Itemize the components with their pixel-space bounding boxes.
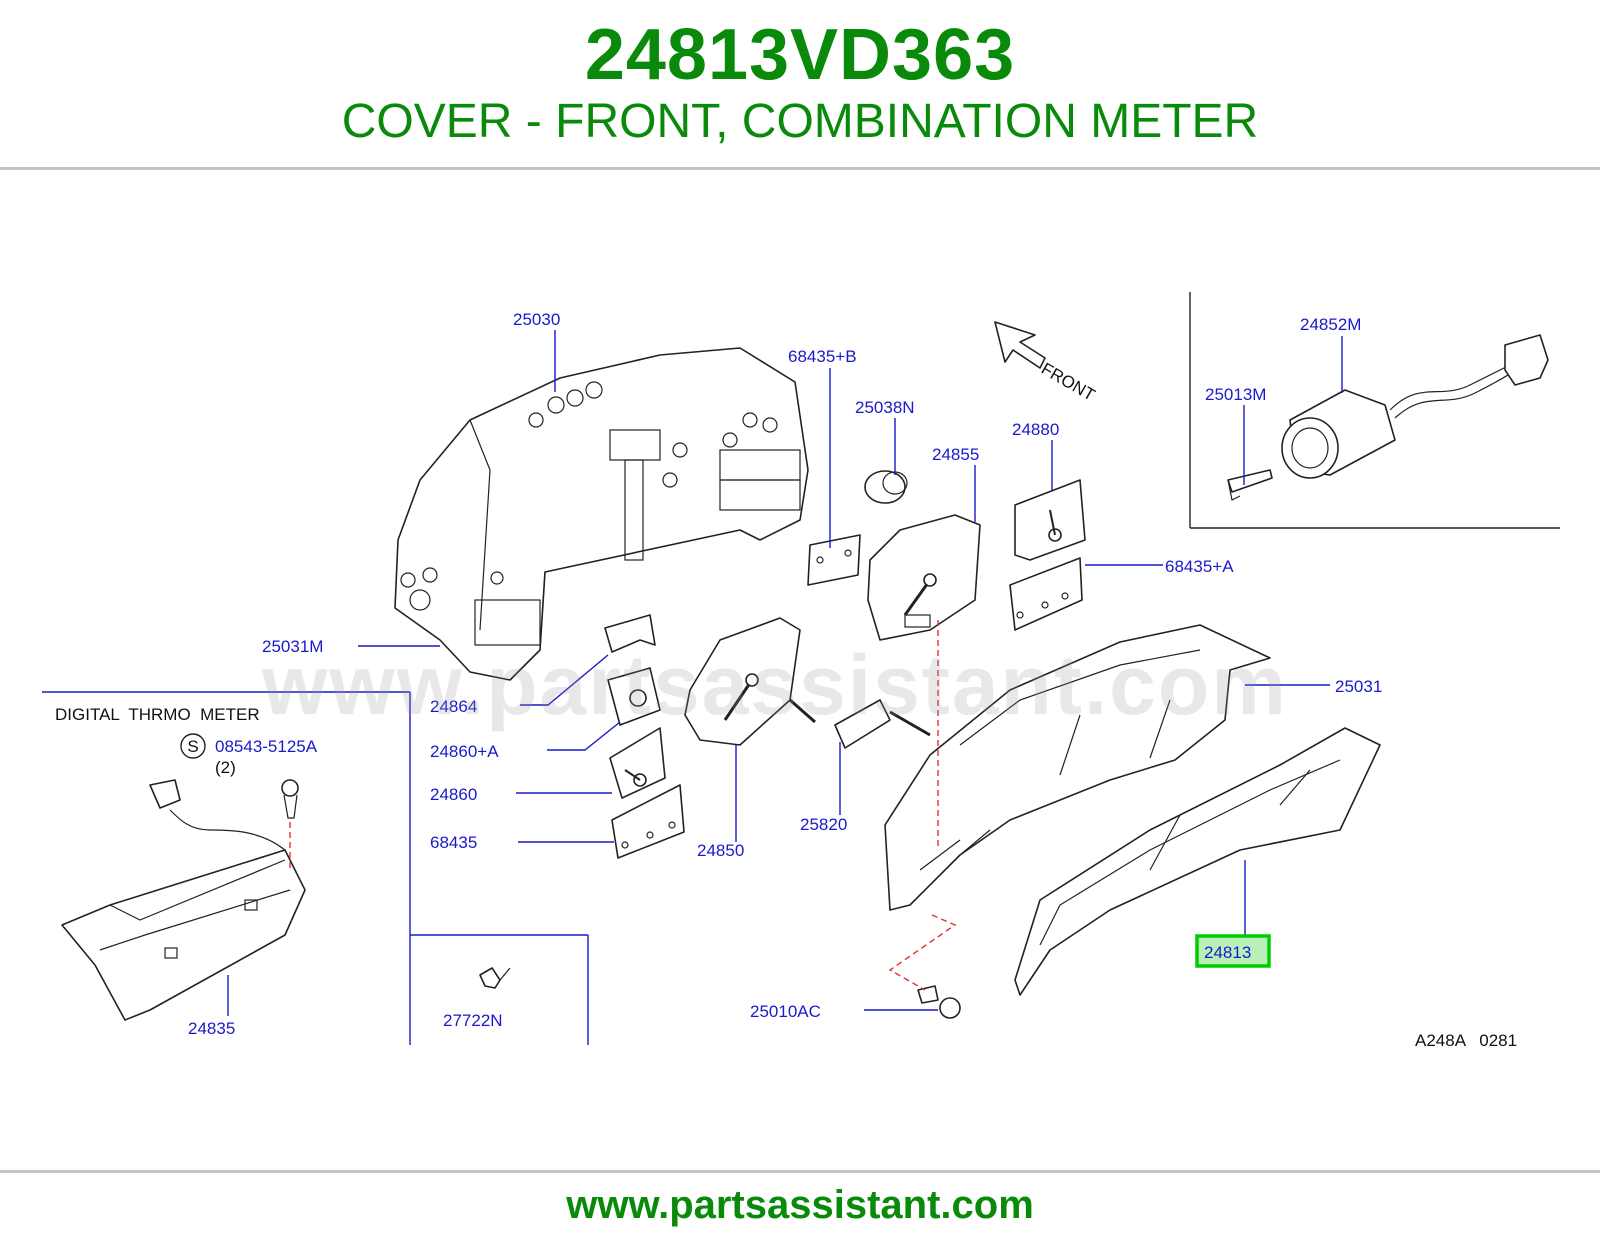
label-68435b[interactable]: 68435+B [788,347,857,366]
bottom-divider [0,1170,1600,1173]
front-direction-label: FRONT [1038,359,1098,405]
label-24864[interactable]: 24864 [430,697,477,716]
part-24855-shape [867,514,981,641]
label-24855[interactable]: 24855 [932,445,979,464]
screw-symbol-circle [180,733,206,759]
part-25013m-shape [1227,469,1273,501]
screw-symbol-letter: S [187,737,198,756]
label-25038n[interactable]: 25038N [855,398,915,417]
label-24880[interactable]: 24880 [1012,420,1059,439]
part-08543-screw-shape [281,779,299,819]
label-24813[interactable]: 24813 [1204,943,1251,962]
part-24864-shape [604,614,656,653]
label-25820[interactable]: 25820 [800,815,847,834]
part-24852m-shape [1281,334,1549,479]
highlight-box-24813 [1195,934,1271,968]
watermark-text: www.partsassistant.com [262,638,1288,732]
label-24835[interactable]: 24835 [188,1019,235,1038]
label-25031[interactable]: 25031 [1335,677,1382,696]
part-24880-shape [1014,479,1086,561]
part-24813-shape [1014,727,1381,996]
part-number-title: 24813VD363 [584,15,1016,95]
label-25013m[interactable]: 25013M [1205,385,1266,404]
diagram-code: A248A 0281 [1415,1031,1517,1050]
label-25031m[interactable]: 25031M [262,637,323,656]
part-24835-shape [61,779,306,1021]
label-24850[interactable]: 24850 [697,841,744,860]
part-name-subtitle: COVER - FRONT, COMBINATION METER [341,95,1259,148]
part-68435b-shape [807,534,861,586]
leader-lines [227,330,1343,1016]
label-24860[interactable]: 24860 [430,785,477,804]
part-24860-shape [609,727,666,799]
label-25010ac[interactable]: 25010AC [750,1002,821,1021]
label-25030[interactable]: 25030 [513,310,560,329]
part-27722n-shape [479,967,511,989]
label-08543-5125a[interactable]: 08543-5125A [215,737,318,756]
label-68435[interactable]: 68435 [430,833,477,852]
label-24860a[interactable]: 24860+A [430,742,499,761]
part-24860a-shape [607,667,661,726]
label-27722n[interactable]: 27722N [443,1011,503,1030]
alignment-dashes [289,620,957,991]
part-25820-shape [834,699,931,749]
thermo-section-frame [42,691,589,1045]
part-68435-shape [611,784,685,859]
part-25038n-shape [864,470,908,504]
front-arrow-icon [994,321,1046,369]
inset-frame [1189,292,1560,529]
part-25031-shape [884,624,1271,911]
part-68435a-shape [1009,557,1083,631]
meter-case-25030 [394,347,809,681]
part-24850-shape [684,617,816,746]
footer-url-link[interactable]: www.partsassistant.com [566,1183,1034,1227]
screw-quantity: (2) [215,758,236,777]
part-25010ac-shape [917,985,961,1019]
label-24852m[interactable]: 24852M [1300,315,1361,334]
top-divider [0,167,1600,170]
section-title-digital-thermo-meter: DIGITAL THRMO METER [55,705,260,724]
label-68435a[interactable]: 68435+A [1165,557,1234,576]
